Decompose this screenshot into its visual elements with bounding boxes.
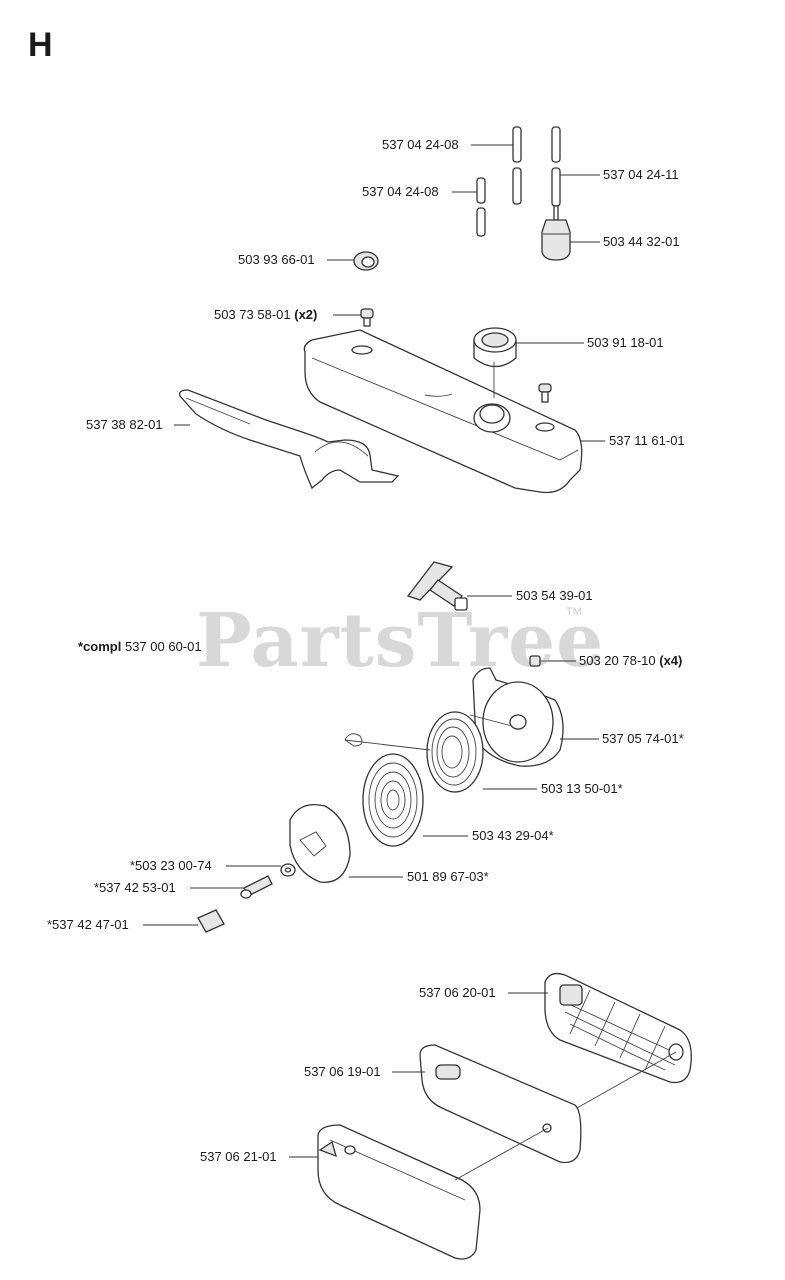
label-starter-handle: 503 54 39-01 xyxy=(516,588,593,603)
label-starter-screw-number: 503 20 78-10 xyxy=(579,653,656,668)
hand-guard xyxy=(179,389,400,490)
recoil-spring xyxy=(362,753,424,847)
section-letter: H xyxy=(28,26,53,64)
label-tube-upper: 537 04 24-08 xyxy=(382,137,459,152)
label-tube-right: 537 04 24-11 xyxy=(603,167,679,182)
label-tank-plug-number: 503 73 58-01 xyxy=(214,307,291,322)
label-starter-screw: 503 20 78-10 (x4) xyxy=(579,653,682,669)
starter-housing xyxy=(469,667,564,767)
label-complete-number: 537 00 60-01 xyxy=(124,639,202,654)
label-recoil-spring: 503 43 29-04* xyxy=(472,828,554,843)
starter-screw xyxy=(529,655,548,667)
cover-foam xyxy=(419,1044,582,1164)
grommet xyxy=(353,251,379,271)
label-cover-grille: 537 06 20-01 xyxy=(419,985,496,1000)
sleeve xyxy=(197,909,225,933)
label-complete-starter: *compl 537 00 60-01 xyxy=(78,639,202,655)
fuel-filter xyxy=(541,219,571,261)
label-tank-plug: 503 73 58-01 (x2) xyxy=(214,307,317,323)
cover-grille xyxy=(544,972,692,1084)
watermark-tm: TM xyxy=(566,606,582,618)
fuel-cap xyxy=(473,327,517,398)
label-tube-lower: 537 04 24-08 xyxy=(362,184,439,199)
fuel-tank xyxy=(303,329,583,494)
air-filter-cover xyxy=(317,1124,481,1260)
tube-left-lower xyxy=(476,177,486,237)
label-washer: *503 23 00-74 xyxy=(130,858,212,873)
label-starter-housing: 537 05 74-01* xyxy=(602,731,684,746)
tube-left-upper xyxy=(512,126,522,205)
label-complete-prefix: *compl xyxy=(78,639,122,654)
starter-pulley xyxy=(289,803,351,883)
label-cover-foam: 537 06 19-01 xyxy=(304,1064,381,1079)
label-sleeve: *537 42 47-01 xyxy=(47,917,129,932)
label-fuel-cap: 503 91 18-01 xyxy=(587,335,664,350)
label-fuel-tank: 537 11 61-01 xyxy=(609,433,685,448)
rope-knot xyxy=(344,733,363,747)
tube-right xyxy=(551,126,561,221)
label-center-screw: *537 42 53-01 xyxy=(94,880,176,895)
label-starter-pulley: 501 89 67-03* xyxy=(407,869,489,884)
label-tank-plug-qty: (x2) xyxy=(294,307,318,322)
starter-handle xyxy=(406,561,468,611)
center-screw xyxy=(240,875,273,899)
label-hand-guard: 537 38 82-01 xyxy=(86,417,163,432)
rope-pulley xyxy=(344,711,484,793)
label-grommet: 503 93 66-01 xyxy=(238,252,315,267)
watermark: PartsTree xyxy=(196,598,605,684)
label-fuel-filter: 503 44 32-01 xyxy=(603,234,680,249)
tank-plug xyxy=(360,308,552,403)
label-rope-pulley: 503 13 50-01* xyxy=(541,781,623,796)
label-air-filter-cover: 537 06 21-01 xyxy=(200,1149,277,1164)
washer xyxy=(280,863,296,877)
label-starter-screw-qty: (x4) xyxy=(659,653,683,668)
